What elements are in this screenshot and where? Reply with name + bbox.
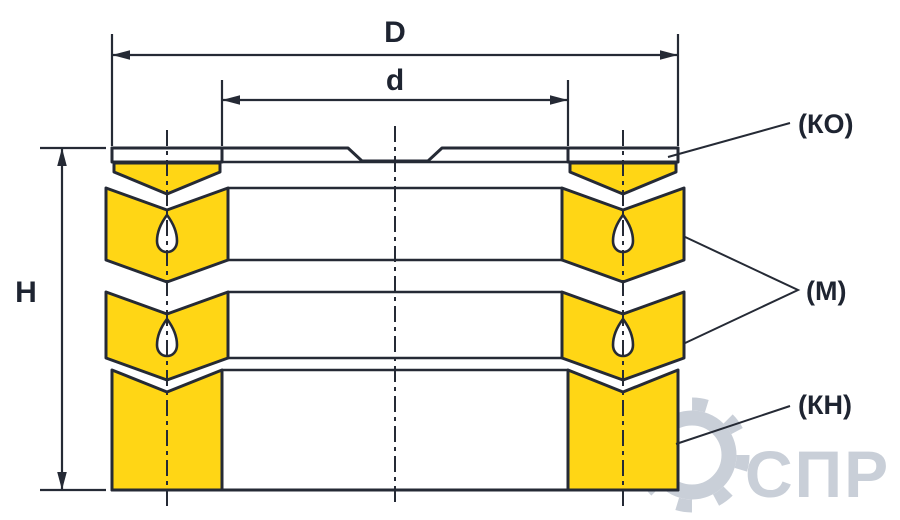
dimension-d-arrow-right [550, 95, 568, 105]
dimension-H-arrow-bottom [57, 472, 67, 490]
dimension-d: d [220, 64, 570, 146]
watermark: СПР [634, 397, 890, 513]
dimension-D-label: D [384, 16, 406, 49]
dimension-D: D [110, 16, 680, 146]
dimension-d-extension-lines [220, 80, 570, 146]
dimension-d-arrow-left [222, 95, 240, 105]
callout-kn: (КН) [675, 390, 852, 445]
callout-m-leaders [682, 235, 801, 345]
callout-ko: (КО) [667, 109, 853, 158]
callout-kn-leader [675, 405, 791, 445]
callout-ko-leader [667, 122, 791, 158]
dimension-H-extension-lines [40, 146, 106, 492]
dimension-d-label: d [386, 64, 404, 97]
dimension-H-arrow-top [57, 148, 67, 166]
watermark-text: СПР [745, 437, 890, 511]
axis-lines [166, 126, 624, 506]
pressure-ring-right [568, 161, 678, 196]
dimension-H-label: H [15, 276, 37, 309]
callout-ko-label: (КО) [798, 109, 853, 139]
pressure-ring-left [112, 161, 222, 196]
dimension-D-arrow-right [660, 50, 678, 60]
callout-m-label: (М) [806, 276, 846, 306]
gear-teeth [634, 397, 750, 513]
dimension-D-extension-lines [110, 34, 680, 146]
callout-m: (М) [682, 235, 846, 345]
dimension-D-arrow-left [112, 50, 130, 60]
dimension-H: H [15, 146, 106, 492]
callout-kn-label: (КН) [798, 390, 852, 420]
